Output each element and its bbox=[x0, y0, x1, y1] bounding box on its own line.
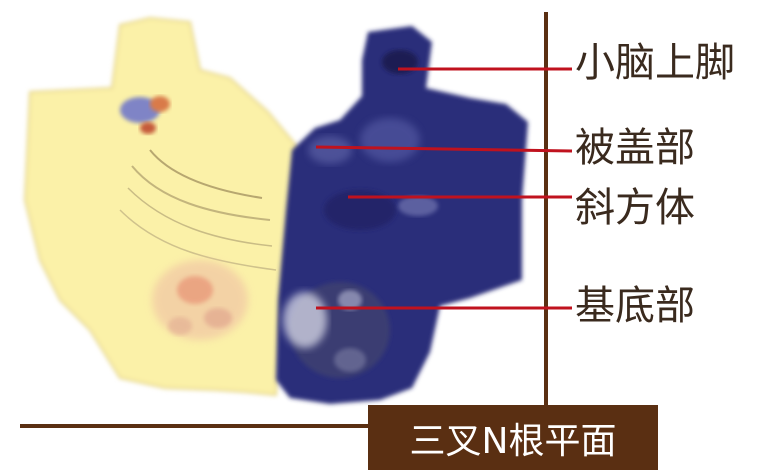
label-superior-cerebellar-peduncle: 小脑上脚 bbox=[575, 40, 735, 86]
leader-line-tegmentum bbox=[315, 145, 573, 153]
line-drawing-half bbox=[23, 16, 302, 397]
label-basilar-part: 基底部 bbox=[575, 283, 695, 329]
label-tegmentum: 被盖部 bbox=[575, 125, 695, 171]
section-plane-caption: 三叉N根平面 bbox=[368, 405, 658, 470]
label-trapezoid-body: 斜方体 bbox=[575, 185, 695, 231]
stained-section-half bbox=[276, 26, 528, 404]
